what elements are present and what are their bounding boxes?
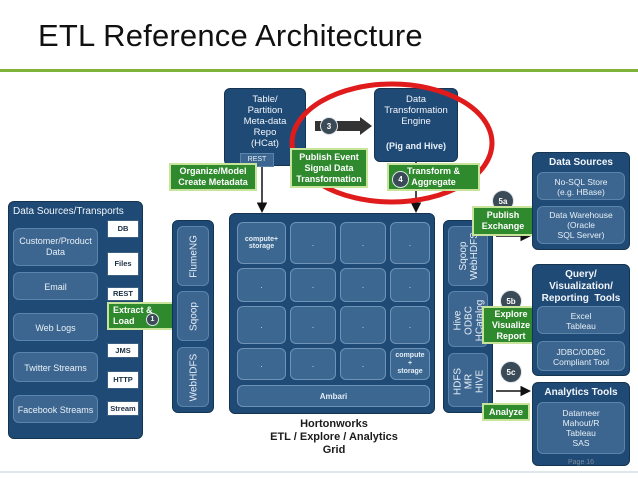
grid-cell: .	[290, 306, 336, 344]
data-source-warehouse: Data Warehouse (Oracle SQL Server)	[537, 206, 625, 244]
publish-exchange-label: Publish Exchange	[472, 206, 534, 236]
transport-rest: REST	[107, 287, 139, 301]
grid-cell: .	[390, 306, 430, 344]
grid-cell-compute-storage-bottom: compute + storage	[390, 348, 430, 380]
hcat-box: Table/ Partition Meta-data Repo (HCat) R…	[224, 88, 306, 167]
footer-rule	[0, 471, 638, 473]
sources-header: Data Sources/Transports	[13, 206, 124, 217]
hcat-label: Table/ Partition Meta-data Repo (HCat)	[243, 94, 287, 149]
page-title: ETL Reference Architecture	[38, 18, 423, 53]
source-twitter-streams: Twitter Streams	[13, 352, 98, 382]
page-number: Page 16	[568, 459, 595, 466]
grid-cell: .	[340, 306, 386, 344]
data-source-nosql: No-SQL Store (e.g. HBase)	[537, 172, 625, 200]
grid-cell: .	[290, 348, 336, 380]
ingest-sqoop-label: Sqoop	[188, 302, 200, 331]
dte-box: Data Transformation Engine (Pig and Hive…	[374, 88, 458, 162]
ingest-flumeng: FlumeNG	[177, 226, 209, 286]
egress-hive-odbc: Hive ODBC HCatalog	[448, 291, 488, 347]
query-header: Query/ Visualization/ Reporting Tools	[541, 269, 621, 304]
grid-cell: .	[340, 222, 386, 264]
analyze-label: Analyze	[482, 403, 530, 421]
data-sources-header: Data Sources	[549, 157, 613, 168]
ingest-flumeng-label: FlumeNG	[188, 235, 200, 278]
egress-hive-odbc-label: Hive ODBC HCatalog	[452, 299, 486, 342]
analytics-tools-list: Datameer Mahout/R Tableau SAS	[537, 402, 625, 454]
step-4-badge: 4	[392, 171, 409, 188]
grid-cell: .	[237, 268, 286, 302]
step-3-badge: 3	[320, 117, 338, 135]
transport-jms: JMS	[107, 343, 139, 358]
step-5c-badge: 5c	[500, 361, 522, 383]
grid-cell: .	[340, 348, 386, 380]
grid-cell-compute-storage-top: compute+ storage	[237, 222, 286, 264]
extract-load-label: Extract & Load	[107, 302, 181, 330]
ingest-sqoop: Sqoop	[177, 291, 209, 341]
query-excel-tableau: Excel Tableau	[537, 306, 625, 334]
arrow-3-head	[360, 117, 372, 135]
grid-cell: .	[390, 222, 430, 264]
organize-label: Organize/Model Create Metadata	[169, 163, 257, 191]
publish-event-label: Publish Event Signal Data Transformation	[290, 148, 368, 188]
transport-stream: Stream	[107, 401, 139, 416]
ingest-webhdfs: WebHDFS	[177, 347, 209, 407]
dte-sub: (Pig and Hive)	[379, 137, 453, 155]
source-email: Email	[13, 272, 98, 300]
grid-cell: .	[237, 348, 286, 380]
grid-cell: .	[390, 268, 430, 302]
egress-sqoop-webhdfs: Sqoop WebHDFS	[448, 226, 488, 286]
step-1-badge: 1	[146, 313, 159, 326]
dte-title: Data Transformation Engine	[384, 94, 448, 127]
ingest-webhdfs-label: WebHDFS	[188, 353, 200, 402]
grid-cell: .	[340, 268, 386, 302]
title-underline	[0, 69, 638, 72]
grid-caption: Hortonworks ETL / Explore / Analytics Gr…	[270, 418, 398, 456]
grid-cell: .	[290, 268, 336, 302]
egress-hdfs-mr-hive: HDFS MR HIVE	[448, 353, 488, 407]
transport-db: DB	[107, 220, 139, 238]
source-web-logs: Web Logs	[13, 313, 98, 341]
analytics-header: Analytics Tools	[544, 387, 618, 398]
transport-files: Files	[107, 252, 139, 276]
ambari-bar: Ambari	[237, 385, 430, 407]
transport-http: HTTP	[107, 371, 139, 389]
source-customer-product: Customer/Product Data	[13, 228, 98, 266]
egress-hdfs-mr-hive-label: HDFS MR HIVE	[452, 367, 486, 396]
grid-cell: .	[290, 222, 336, 264]
grid-cell: .	[237, 306, 286, 344]
source-facebook-streams: Facebook Streams	[13, 395, 98, 423]
query-jdbc-odbc: JDBC/ODBC Compliant Tool	[537, 341, 625, 371]
